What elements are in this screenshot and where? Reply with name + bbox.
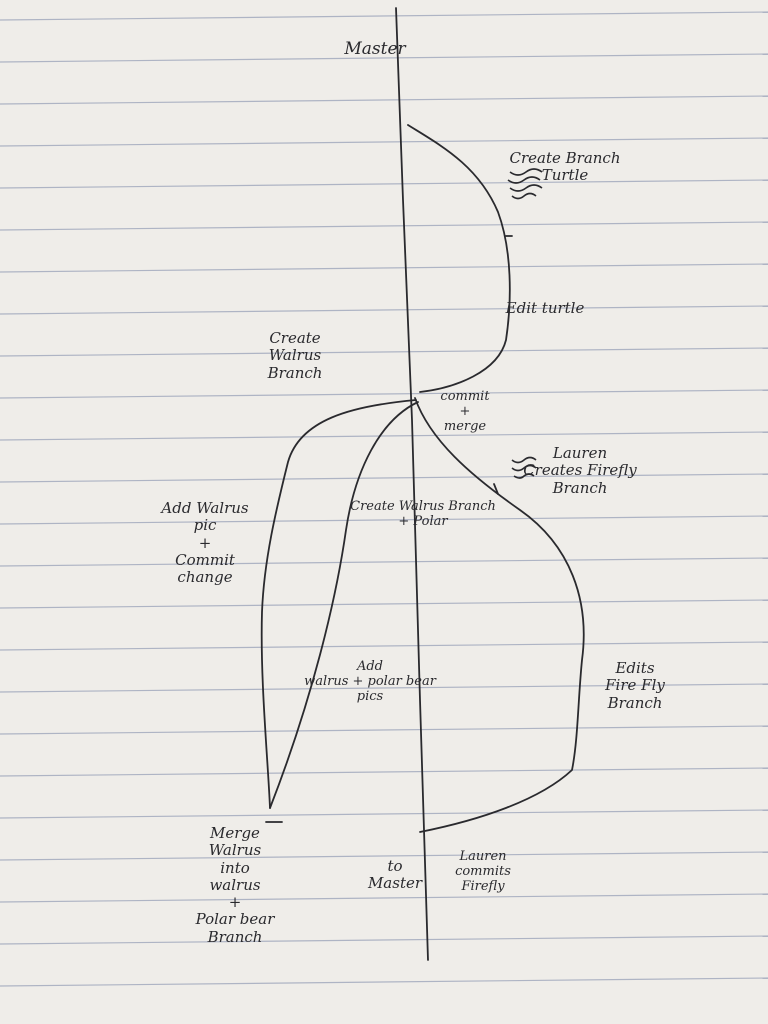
create-turtle-branch-note: Create Branch Turtle (509, 149, 621, 185)
to-master-note: to Master (367, 857, 423, 893)
add-walrus-pic-note: Add Walrus pic + Commit change (161, 499, 249, 586)
edit-turtle-note: Edit turtle (505, 299, 585, 317)
firefly-branch-curve (414, 397, 585, 833)
commit-merge-note: commit + merge (440, 389, 490, 434)
master-branch-line (395, 7, 429, 961)
scribble-marks (507, 168, 543, 479)
turtle-branch-curve (407, 124, 511, 393)
walrus-polar-branch-curve (269, 401, 419, 809)
ruled-lines (0, 11, 768, 987)
create-walrus-polar-note: Create Walrus Branch + Polar (350, 499, 496, 529)
create-walrus-branch-note: Create Walrus Branch (267, 329, 323, 382)
firefly-tick (493, 483, 499, 495)
merge-walrus-note: Merge Walrus into walrus + Polar bear Br… (195, 824, 275, 946)
lauren-creates-firefly-note: Lauren Creates Firefly Branch (523, 444, 637, 497)
lauren-commits-firefly-note: Lauren commits Firefly (455, 849, 511, 894)
master-label: Master (344, 39, 406, 59)
walrus-branch-curve (260, 399, 417, 809)
edits-firefly-branch-note: Edits Fire Fly Branch (605, 659, 665, 712)
add-walrus-polar-pics-note: Add walrus + polar bear pics (304, 659, 436, 704)
